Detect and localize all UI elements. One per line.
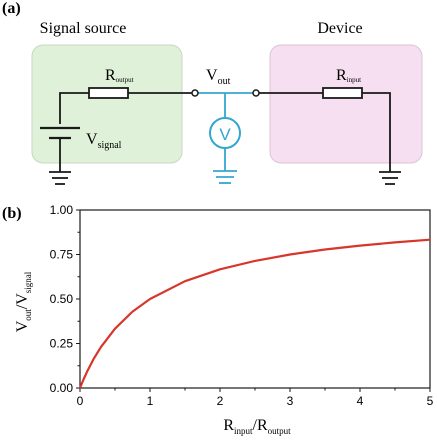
r-output-resistor <box>88 87 129 99</box>
wire-device-ground <box>362 92 391 172</box>
x-tick-label: 3 <box>287 394 294 408</box>
series-line <box>78 238 431 389</box>
x-tick-label: 2 <box>217 394 224 408</box>
r-output-label: Routput <box>105 67 134 84</box>
panel-a: (a) Signal source Device <box>2 0 423 185</box>
device-title: Device <box>317 20 362 37</box>
y-axis-title: Vout/Vsignal <box>14 271 33 332</box>
panel-b-label: (b) <box>2 205 22 222</box>
x-tick-label: 5 <box>427 394 434 408</box>
plot-frame <box>79 209 431 389</box>
v-signal-label: Vsignal <box>86 131 122 151</box>
y-tick-label: 1.00 <box>50 203 74 217</box>
device-box <box>269 44 423 164</box>
node-right-terminal <box>252 89 260 97</box>
y-tick-label: 0.25 <box>50 337 74 351</box>
plot-area: 0 1 2 3 4 5 0.00 0.25 0.50 0.75 1.00 <box>50 203 434 408</box>
r-input-resistor <box>322 87 363 99</box>
signal-source-box <box>31 44 183 164</box>
x-tick-label: 4 <box>357 394 364 408</box>
voltmeter-probe <box>197 92 253 184</box>
device-circuit <box>259 87 401 185</box>
source-title: Signal source <box>40 20 127 37</box>
y-tick-label: 0.00 <box>50 381 74 395</box>
voltmeter-symbol: V <box>219 125 231 144</box>
v-out-label: Vout <box>206 67 231 87</box>
y-tick-label: 0.75 <box>50 248 74 262</box>
y-tick-label: 0.50 <box>50 292 74 306</box>
wire-source-top <box>59 92 89 124</box>
panel-a-label: (a) <box>2 0 21 17</box>
x-axis-title: Rinput/Routput <box>223 417 291 436</box>
source-circuit <box>40 87 192 185</box>
x-tick-label: 0 <box>77 394 84 408</box>
x-tick-label: 1 <box>147 394 154 408</box>
panel-b: (b) 0 1 2 3 4 5 0.00 0.25 0.50 0.75 1.00 Vout/Vsig… <box>2 203 434 436</box>
r-input-label: Rinput <box>336 67 361 84</box>
node-left-terminal <box>191 89 199 97</box>
